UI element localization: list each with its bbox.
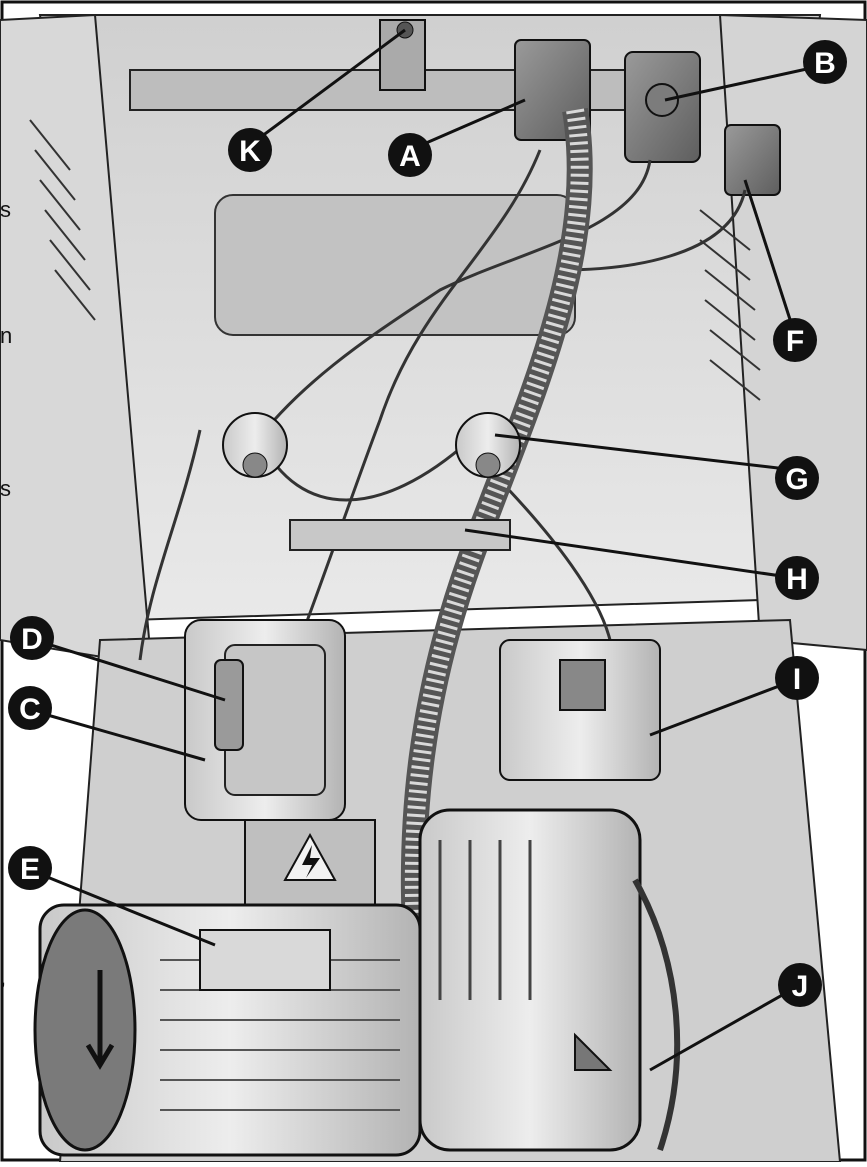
callout-badges: A B C D E F G H I J K (8, 40, 847, 1007)
motor-nameplate (199, 929, 331, 991)
left-edge-fragment: s (0, 476, 11, 501)
component-f-box (724, 124, 781, 196)
callout-label: I (793, 663, 801, 696)
callout-h: H (775, 556, 819, 600)
motor-end-cap (33, 908, 137, 1152)
callout-a: A (388, 133, 432, 177)
callout-badge-circle (10, 616, 54, 660)
callout-label: D (21, 623, 43, 656)
callout-badge-circle (388, 133, 432, 177)
relay-window (559, 659, 606, 711)
callout-label: E (20, 853, 40, 886)
rotation-arrow-icon (85, 970, 115, 1070)
callout-label: A (399, 140, 421, 173)
callout-label: C (19, 693, 41, 726)
callout-label: G (785, 463, 808, 496)
left-edge-fragment: , (0, 965, 7, 990)
callout-badge-circle (778, 963, 822, 1007)
back-window-panel (214, 194, 576, 336)
callout-badge-circle (228, 128, 272, 172)
component-d-clip (214, 659, 244, 751)
solenoid-b-cap (645, 83, 679, 117)
callout-g: G (775, 456, 819, 500)
callout-label: H (786, 563, 808, 596)
right-vent-slots (699, 209, 761, 401)
callout-label: J (792, 970, 809, 1003)
callout-label: F (786, 325, 804, 358)
callout-label: B (814, 47, 836, 80)
component-h-bar (289, 519, 511, 551)
callout-badge-circle (775, 656, 819, 700)
callout-label: K (239, 135, 261, 168)
component-g-sockets (222, 412, 521, 478)
left-vent-slots (29, 119, 96, 321)
callout-badge-circle (8, 686, 52, 730)
callout-d: D (10, 616, 54, 660)
callout-badge-circle (775, 456, 819, 500)
left-edge-fragment: s (0, 197, 11, 222)
callout-badge-circle (775, 556, 819, 600)
callout-j: J (778, 963, 822, 1007)
lightning-bolt-icon (302, 845, 320, 878)
callout-badge-circle (803, 40, 847, 84)
callout-i: I (775, 656, 819, 700)
callout-b: B (803, 40, 847, 84)
callout-e: E (8, 846, 52, 890)
pump-fins (438, 840, 532, 1000)
hose-ribs (404, 108, 589, 931)
component-j-cable (632, 878, 681, 1151)
leader-lines (29, 28, 826, 1072)
callout-badge-circle (8, 846, 52, 890)
pump-direction-triangle (574, 1032, 613, 1071)
left-edge-fragment: n (0, 323, 13, 348)
callout-f: F (773, 318, 817, 362)
callout-k: K (228, 128, 272, 172)
callout-c: C (8, 686, 52, 730)
callout-badge-circle (773, 318, 817, 362)
